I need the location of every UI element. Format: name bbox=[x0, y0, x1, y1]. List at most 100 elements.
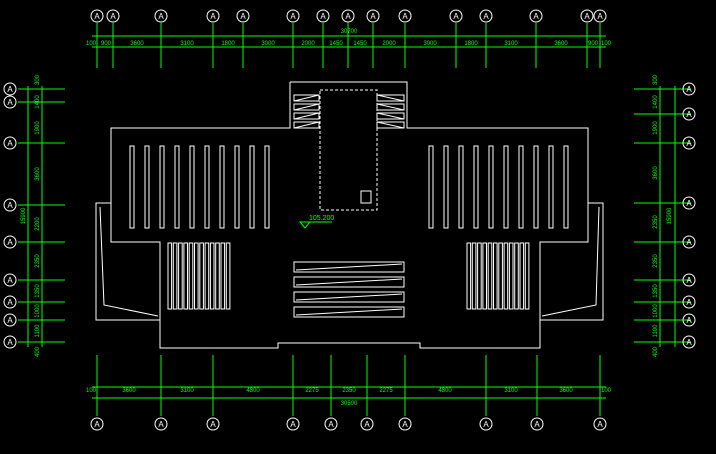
stair-tread bbox=[293, 306, 405, 318]
axis-bubble-icon bbox=[682, 107, 696, 121]
stair-line bbox=[376, 94, 405, 102]
axis-bubble-icon bbox=[3, 295, 17, 309]
window-group-top-left bbox=[129, 145, 270, 229]
axis-grid-lines bbox=[18, 23, 690, 416]
axis-bubble-icon bbox=[3, 95, 17, 109]
window-group-lower-right bbox=[466, 242, 530, 310]
right-dimension: 3600 bbox=[653, 166, 659, 180]
axis-bubble-icon bbox=[206, 417, 220, 431]
top-dimension: 3100 bbox=[180, 41, 194, 47]
bottom-dimension: 100 bbox=[86, 388, 97, 394]
window-slot bbox=[264, 145, 270, 229]
window-slot bbox=[493, 242, 498, 310]
stair-line bbox=[376, 121, 405, 129]
window-slot bbox=[473, 145, 479, 229]
axis-bubble-label: A bbox=[158, 12, 164, 21]
bottom-dimension: 4800 bbox=[246, 388, 260, 394]
axis-bubble-label: A bbox=[320, 12, 326, 21]
axis-bubble-icon bbox=[3, 136, 17, 150]
window-slot bbox=[174, 145, 180, 229]
right-wing-inner bbox=[541, 206, 600, 317]
window-slot bbox=[209, 242, 215, 310]
axis-bubble-label: A bbox=[402, 12, 408, 21]
bottom-dimension: 4800 bbox=[438, 388, 452, 394]
top-dimension: 3000 bbox=[261, 41, 275, 47]
window-slot bbox=[548, 145, 554, 229]
bottom-dimension: 3100 bbox=[180, 388, 194, 394]
axis-bubble-icon bbox=[682, 313, 696, 327]
axis-bubble-icon bbox=[479, 9, 493, 23]
top-dimension: 1800 bbox=[464, 41, 478, 47]
axis-bubble-label: A bbox=[686, 199, 692, 208]
top-dimension: 3100 bbox=[504, 41, 518, 47]
axis-bubble-label: A bbox=[290, 420, 296, 429]
stair-line bbox=[293, 94, 320, 102]
axis-bubble-icon bbox=[398, 9, 412, 23]
top-dimension: 2000 bbox=[301, 41, 315, 47]
bottom-dimension: 2275 bbox=[379, 388, 393, 394]
axis-bubble-icon bbox=[449, 9, 463, 23]
axis-bubble-label: A bbox=[686, 238, 692, 247]
top-dimension: 2000 bbox=[382, 41, 396, 47]
stair-tread bbox=[376, 94, 405, 102]
bottom-dimension: 2350 bbox=[342, 388, 356, 394]
central-core bbox=[319, 89, 378, 211]
axis-bubble-icon bbox=[682, 295, 696, 309]
axis-bubble-icon bbox=[682, 196, 696, 210]
right-dimension: 2350 bbox=[653, 215, 659, 229]
window-slot bbox=[524, 242, 530, 310]
stair-line bbox=[293, 112, 320, 120]
top-total-dimension: 30700 bbox=[341, 29, 358, 35]
axis-bubble-label: A bbox=[7, 238, 13, 247]
axis-bubble-icon bbox=[3, 82, 17, 96]
stair-line bbox=[376, 112, 405, 120]
window-slot bbox=[129, 145, 135, 229]
left-dimension: 1900 bbox=[35, 121, 41, 135]
stair-tread bbox=[376, 103, 405, 111]
window-slot bbox=[488, 145, 494, 229]
window-slot bbox=[189, 145, 195, 229]
axis-bubble-icon bbox=[3, 235, 17, 249]
window-slot bbox=[225, 242, 231, 310]
axis-bubble-label: A bbox=[533, 12, 539, 21]
stair-line bbox=[295, 263, 403, 271]
window-slot bbox=[188, 242, 194, 310]
stair-left bbox=[293, 94, 320, 129]
axis-bubble-label: A bbox=[686, 276, 692, 285]
axis-bubble-label: A bbox=[483, 420, 489, 429]
right-dimension: 1900 bbox=[653, 121, 659, 135]
window-slot bbox=[503, 242, 509, 310]
right-dimension: 400 bbox=[653, 346, 659, 357]
axis-bubble-label: A bbox=[7, 298, 13, 307]
axis-bubble-label: A bbox=[402, 420, 408, 429]
axis-bubble-label: A bbox=[94, 420, 100, 429]
left-dimension: 300 bbox=[35, 74, 41, 85]
building-outline bbox=[95, 81, 604, 349]
left-wing bbox=[95, 202, 161, 321]
right-dimension: 1000 bbox=[653, 304, 659, 318]
window-slot bbox=[234, 145, 240, 229]
axis-bubble-label: A bbox=[7, 276, 13, 285]
bottom-dimension: 3100 bbox=[504, 388, 518, 394]
axis-bubble-label: A bbox=[686, 85, 692, 94]
window-slot bbox=[471, 242, 477, 310]
bottom-total-dimension: 30500 bbox=[341, 401, 358, 407]
stair-line bbox=[376, 103, 405, 111]
axis-bubble-label: A bbox=[534, 420, 540, 429]
window-slot bbox=[508, 242, 514, 310]
axis-bubble-label: A bbox=[345, 12, 351, 21]
stair-tread bbox=[293, 103, 320, 111]
stair-tread bbox=[293, 112, 320, 120]
right-total-dimension: 15900 bbox=[667, 207, 673, 224]
left-dimension: 2350 bbox=[35, 254, 41, 268]
axis-bubble-label: A bbox=[584, 12, 590, 21]
axis-bubble-icon bbox=[366, 9, 380, 23]
stair-tread bbox=[293, 276, 405, 288]
window-slot bbox=[428, 145, 434, 229]
axis-bubble-icon bbox=[479, 417, 493, 431]
axis-bubble-icon bbox=[341, 9, 355, 23]
axis-bubble-icon bbox=[316, 9, 330, 23]
window-slot bbox=[466, 242, 472, 310]
window-slot bbox=[487, 242, 493, 310]
